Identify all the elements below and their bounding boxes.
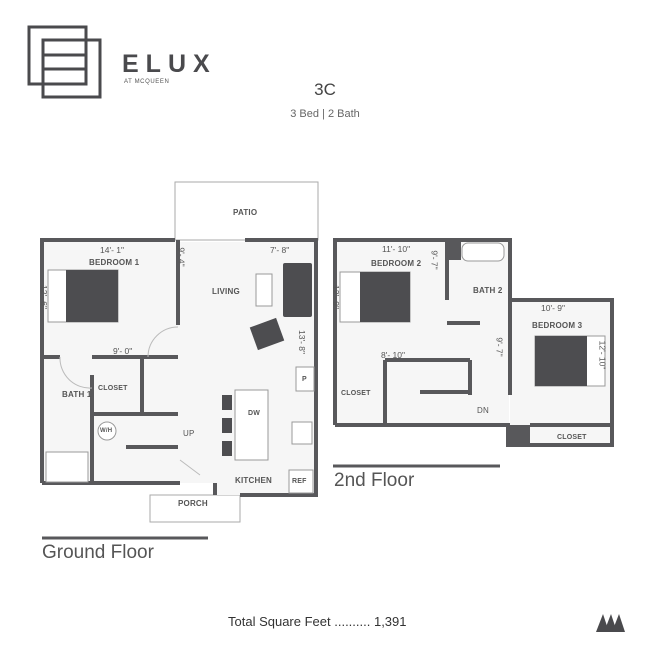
room-label-bedroom1: BEDROOM 1 (89, 258, 140, 267)
room-label-living: LIVING (212, 287, 240, 296)
brand-name: ELUX (122, 50, 217, 78)
brand-subtitle: AT MCQUEEN (124, 79, 170, 85)
dishwasher-label: DW (248, 410, 261, 417)
m-brand-mark-icon (596, 614, 625, 632)
room-label-closet: CLOSET (98, 385, 128, 392)
dim-closet-depth: 9'- 4" (176, 247, 187, 267)
dim-hall2-width: 8'- 10" (381, 350, 406, 360)
room-label-bath2: BATH 2 (473, 286, 503, 295)
dim-bedroom1-depth: 12'- 6" (39, 284, 50, 310)
stairs-up-label: UP (183, 429, 195, 438)
dim-bath2-depth: 9'- 7" (429, 250, 440, 270)
second-floor-title: 2nd Floor (334, 470, 415, 491)
ground-floor-plan (40, 181, 319, 523)
dim-bedroom3-width: 10'- 9" (541, 303, 566, 313)
pantry-label: P (302, 376, 307, 383)
total-square-feet: Total Square Feet .......... 1,391 (228, 614, 407, 629)
dim-bedroom2-width: 11'- 10" (382, 244, 411, 254)
logo-icon (27, 25, 102, 99)
room-label-closet3: CLOSET (557, 434, 587, 441)
dim-bedroom3-side: 9'- 7" (494, 337, 505, 357)
dim-bedroom1-width: 14'- 1" (100, 245, 125, 255)
porch-outline (149, 494, 241, 523)
refrigerator-label: REF (292, 478, 307, 485)
room-label-porch: PORCH (178, 499, 208, 508)
ground-floor-title: Ground Floor (42, 542, 154, 563)
dim-hall-width: 9'- 0" (113, 346, 133, 356)
room-label-bath1: BATH 1 (62, 390, 92, 399)
stairs-down-label: DN (477, 406, 489, 415)
second-floor-plan (333, 238, 614, 447)
dim-living-depth: 13'- 8" (297, 329, 308, 355)
dim-living-width: 7'- 8" (270, 245, 290, 255)
unit-summary: 3 Bed | 2 Bath (290, 108, 360, 120)
room-label-patio: PATIO (233, 208, 258, 217)
dim-bedroom3-depth: 12'- 10" (597, 340, 608, 370)
room-label-bedroom3: BEDROOM 3 (532, 321, 583, 330)
room-label-closet2: CLOSET (341, 390, 371, 397)
room-label-kitchen: KITCHEN (235, 476, 272, 485)
dim-bedroom2-depth: 12'- 9" (331, 284, 342, 310)
unit-name: 3C (314, 80, 336, 99)
room-label-bedroom2: BEDROOM 2 (371, 259, 422, 268)
water-heater-label: W/H (100, 428, 113, 434)
